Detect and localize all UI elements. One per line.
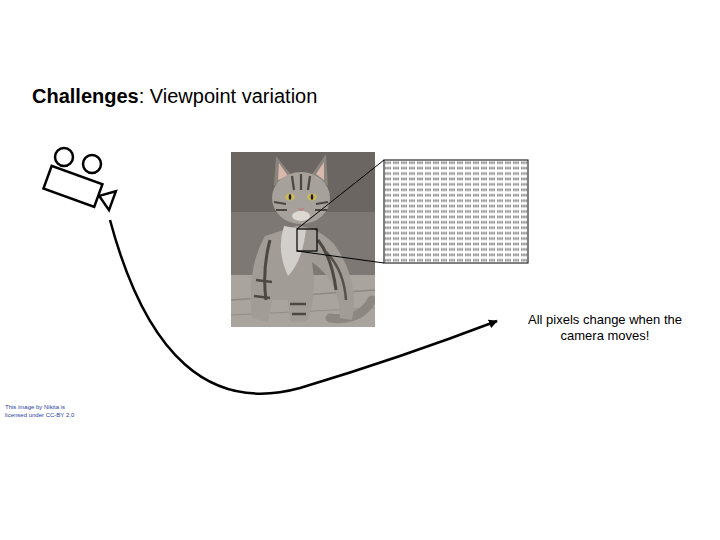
pixel-grid — [384, 160, 528, 263]
attribution-text: This image by Nikita is licensed under C… — [5, 404, 79, 419]
slide-title: Challenges: Viewpoint variation — [32, 84, 317, 109]
camera-path-arrow — [110, 220, 497, 394]
zoom-lines — [297, 160, 384, 263]
note-text: All pixels change when the camera moves! — [522, 312, 688, 345]
camera-icon — [43, 148, 116, 212]
zoom-square — [297, 229, 317, 251]
cat-photo — [231, 152, 375, 327]
title-keyword: Challenges — [32, 85, 139, 107]
title-text: : Viewpoint variation — [139, 85, 318, 107]
